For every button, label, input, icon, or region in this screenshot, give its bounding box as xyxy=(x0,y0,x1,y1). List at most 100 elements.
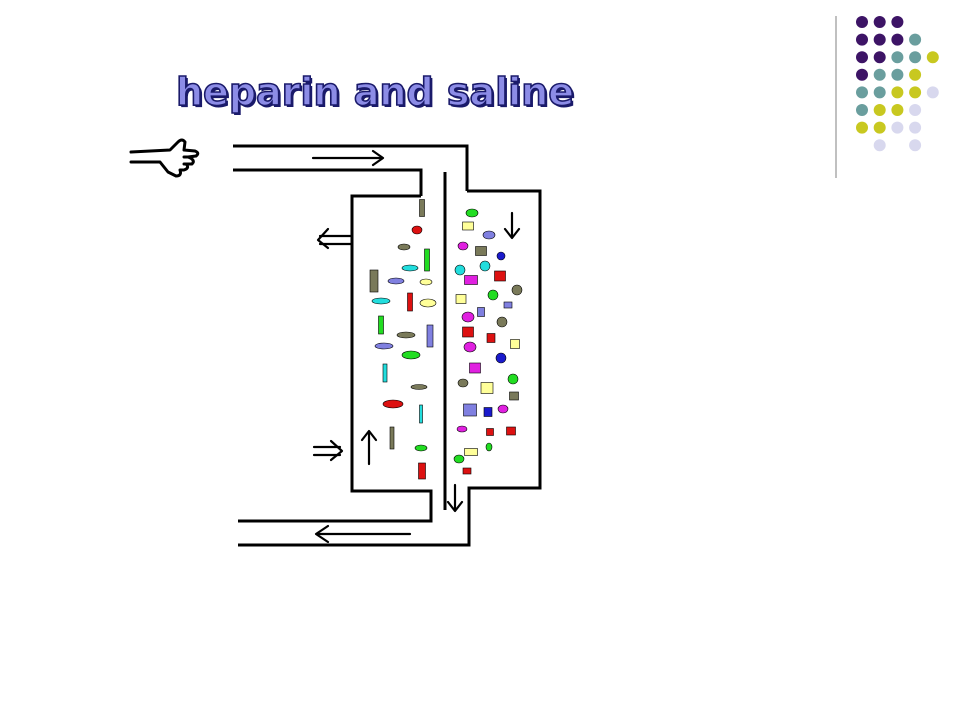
particle xyxy=(455,294,467,304)
decorative-dot xyxy=(891,68,904,81)
particle xyxy=(369,269,379,293)
particle xyxy=(485,442,493,452)
particle xyxy=(389,426,395,450)
particle xyxy=(397,243,411,251)
particles xyxy=(369,199,523,480)
arrow-right-icon xyxy=(311,149,385,167)
particle xyxy=(396,331,416,339)
particle xyxy=(411,225,423,235)
decorative-dot xyxy=(909,139,922,152)
decorative-dot xyxy=(856,16,868,28)
particle xyxy=(419,278,433,286)
decorative-dot xyxy=(891,51,904,64)
particle xyxy=(426,324,434,348)
decorative-dot xyxy=(891,104,904,116)
particle xyxy=(419,199,425,217)
particle xyxy=(510,339,520,349)
particle xyxy=(506,426,516,436)
particle xyxy=(463,341,477,353)
decorative-dot xyxy=(856,104,868,116)
particle xyxy=(382,399,404,409)
particle xyxy=(461,311,475,323)
arrow-up-icon xyxy=(360,429,378,466)
particle xyxy=(509,391,519,401)
particle xyxy=(462,467,472,475)
decorative-dot xyxy=(909,104,922,116)
decorative-dot xyxy=(891,86,904,99)
decorative-dot xyxy=(873,16,886,28)
particle xyxy=(507,373,519,385)
decorative-dot xyxy=(856,86,868,99)
particle xyxy=(456,425,468,433)
particle xyxy=(482,230,496,240)
decorative-dot xyxy=(873,68,886,81)
decorative-dot xyxy=(926,86,939,99)
particle xyxy=(407,292,413,312)
particle xyxy=(462,326,474,338)
decorative-dot xyxy=(909,51,922,64)
particle xyxy=(424,248,430,272)
particle xyxy=(401,264,419,272)
decorative-dot xyxy=(909,121,922,134)
decorative-dot xyxy=(873,51,886,64)
particle xyxy=(462,221,474,231)
decorative-dot xyxy=(873,86,886,99)
decorative-dot xyxy=(891,33,904,46)
particle xyxy=(465,208,479,218)
decorative-dot xyxy=(909,68,922,81)
decorative-dot xyxy=(856,51,868,64)
particle xyxy=(414,444,428,452)
tubing-outline xyxy=(233,144,542,547)
particle xyxy=(495,352,507,364)
particle xyxy=(511,284,523,296)
decorative-dot-grid xyxy=(856,16,939,152)
particle xyxy=(457,378,469,388)
particle xyxy=(453,454,465,464)
particle xyxy=(401,350,421,360)
decorative-dot xyxy=(856,33,868,46)
particle xyxy=(454,264,466,276)
decorative-dot xyxy=(873,121,886,134)
particle xyxy=(457,241,469,251)
hand-icon xyxy=(129,138,200,178)
arrow-left-icon xyxy=(314,524,412,544)
decorative-dot xyxy=(926,51,939,64)
decorative-dot xyxy=(856,121,868,134)
particle xyxy=(464,448,478,456)
particle xyxy=(479,260,491,272)
decorative-dot xyxy=(909,86,922,99)
particle xyxy=(371,297,391,305)
particle xyxy=(387,277,405,285)
particle xyxy=(496,316,508,328)
particle xyxy=(480,382,494,394)
particle xyxy=(496,251,506,261)
slide-title: heparin and saline xyxy=(175,69,575,115)
particle xyxy=(475,246,487,256)
decorative-dot xyxy=(873,139,886,152)
particle xyxy=(469,362,481,374)
particle xyxy=(419,404,423,424)
decorative-dot xyxy=(873,33,886,46)
particle xyxy=(464,275,478,285)
arrow-left-icon xyxy=(316,227,354,250)
decorative-dot xyxy=(856,68,868,81)
particle xyxy=(374,342,394,350)
decorative-dot xyxy=(891,121,904,134)
particle xyxy=(486,428,494,436)
particle xyxy=(494,270,506,282)
particle xyxy=(418,462,426,480)
particle xyxy=(378,315,384,335)
arrow-right-icon xyxy=(312,439,344,462)
particle xyxy=(503,301,513,309)
arrow-down-icon xyxy=(503,211,521,240)
particle xyxy=(486,333,496,343)
decorative-dot xyxy=(873,104,886,116)
particle xyxy=(419,298,437,308)
decorative-dot xyxy=(909,33,922,46)
particle xyxy=(483,407,493,417)
particle xyxy=(382,363,388,383)
particle xyxy=(463,403,477,417)
particle xyxy=(477,307,485,317)
arrow-down-icon xyxy=(446,483,464,513)
